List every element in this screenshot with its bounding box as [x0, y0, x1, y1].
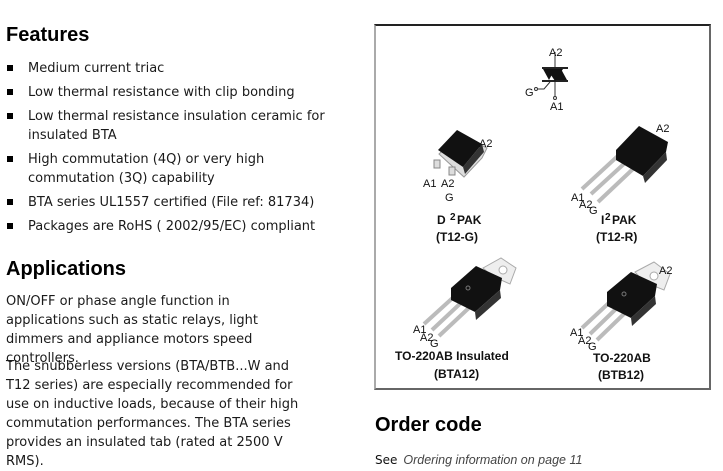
pin-label: G [589, 205, 598, 217]
features-heading: Features [6, 24, 90, 46]
pin-label: A2 [441, 178, 454, 190]
pin-label: A1 [413, 324, 426, 336]
to220ab-package-icon: A2 A1 A2 G TO-220AB (BTB12) [570, 261, 672, 382]
features-list: Medium current triac Low thermal resista… [6, 59, 336, 241]
pin-label: G [430, 338, 439, 350]
ordering-info-link[interactable]: Ordering information on page 11 [403, 453, 583, 467]
bullet-icon [7, 65, 13, 71]
tab-label: A2 [659, 265, 672, 277]
bullet-icon [7, 156, 13, 162]
order-code-heading: Order code [375, 414, 482, 436]
package-name: TO-220AB [593, 351, 651, 365]
svg-text:PAK: PAK [612, 213, 637, 227]
triac-symbol-icon: A2 G A1 [525, 47, 568, 113]
pin-label: A1 [570, 327, 583, 339]
pin-label: G [588, 341, 597, 353]
package-code: (BTB12) [598, 368, 644, 382]
pin-label-a2: A2 [549, 47, 562, 59]
package-drawings: A2 G A1 A2 A1 A2 G D 2 PAK (T12-G) [395, 47, 672, 382]
feature-item: BTA series UL1557 certified (File ref: 8… [6, 193, 336, 212]
pin-label: A1 [423, 178, 436, 190]
pin-label: A2 [579, 199, 592, 211]
svg-text:PAK: PAK [457, 213, 482, 227]
pin-label-g: G [525, 87, 534, 99]
feature-item: Medium current triac [6, 59, 336, 78]
package-figure: A2 G A1 A2 A1 A2 G D 2 PAK (T12-G) [374, 24, 711, 390]
package-code: (T12-R) [596, 230, 637, 244]
package-name: TO-220AB Insulated [395, 349, 509, 363]
pin-label-a1: A1 [550, 101, 563, 113]
feature-item: Low thermal resistance with clip bonding [6, 83, 336, 102]
bullet-icon [7, 113, 13, 119]
see-label: See [375, 453, 398, 467]
feature-item: High commutation (4Q) or very high commu… [6, 150, 268, 188]
applications-heading: Applications [6, 258, 127, 280]
pin-label: G [445, 192, 454, 204]
applications-paragraph: The snubberless versions (BTA/BTB...W an… [6, 359, 299, 469]
bullet-icon [7, 199, 13, 205]
svg-text:2: 2 [605, 212, 611, 223]
package-name: I [601, 213, 604, 227]
order-code-reference: See Ordering information on page 11 [375, 453, 582, 467]
applications-paragraph: ON/OFF or phase angle function in applic… [6, 294, 259, 366]
package-code: (BTA12) [434, 367, 479, 381]
bullet-icon [7, 223, 13, 229]
feature-item: Low thermal resistance insulation cerami… [6, 107, 338, 145]
svg-text:2: 2 [450, 212, 456, 223]
feature-item: Packages are RoHS ( 2002/95/EC) complian… [6, 217, 336, 236]
tab-label: A2 [479, 138, 492, 150]
d2pak-package-icon: A2 A1 A2 G D 2 PAK (T12-G) [423, 130, 492, 244]
package-code: (T12-G) [436, 230, 478, 244]
tab-label: A2 [656, 123, 669, 135]
pin-label: A1 [571, 192, 584, 204]
bullet-icon [7, 89, 13, 95]
package-name: D [437, 213, 446, 227]
pin-label: A2 [420, 332, 433, 344]
pin-label: A2 [578, 335, 591, 347]
i2pak-package-icon: A2 A1 A2 G I 2 PAK (T12-R) [571, 123, 669, 244]
to220ab-insulated-package-icon: A1 A2 G TO-220AB Insulated (BTA12) [395, 257, 517, 381]
